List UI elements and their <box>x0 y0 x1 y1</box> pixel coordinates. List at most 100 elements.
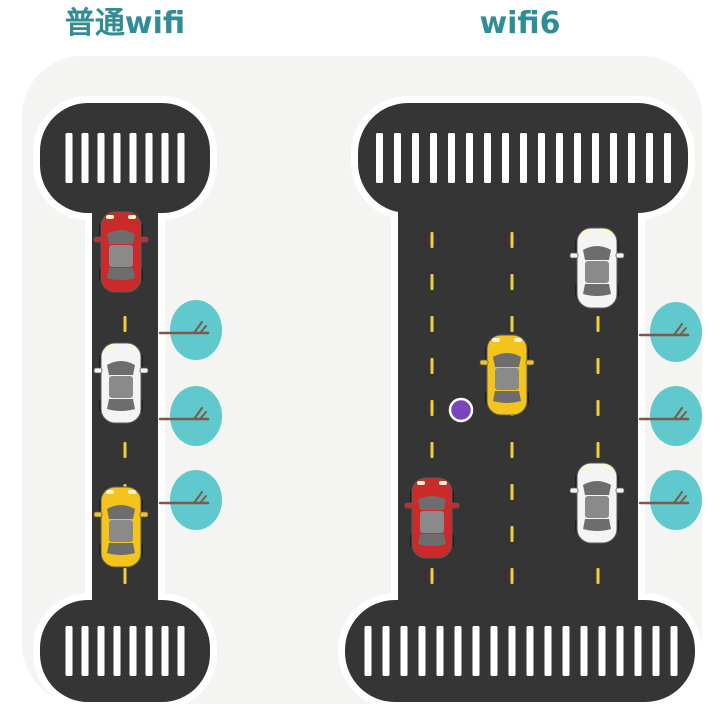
crosswalk-stripe <box>526 626 534 676</box>
crosswalk-stripe <box>580 626 588 676</box>
crosswalk-stripe <box>562 626 570 676</box>
crosswalk-stripe <box>628 133 635 183</box>
car-mirror <box>615 487 625 494</box>
car-roof <box>109 245 133 267</box>
car-icon <box>569 462 625 544</box>
crosswalk-stripe <box>598 626 606 676</box>
car-mirror <box>479 359 489 366</box>
crosswalk-stripe <box>592 133 599 183</box>
car-mirror <box>139 367 149 374</box>
crosswalk-stripe <box>544 626 552 676</box>
car-icon <box>93 211 149 293</box>
right-road <box>338 96 702 709</box>
lane-dash <box>430 442 434 458</box>
crosswalk-stripe <box>670 626 678 676</box>
car-icon <box>479 334 535 416</box>
car-icon <box>93 486 149 568</box>
lane-dash <box>510 568 514 584</box>
crosswalk-stripe <box>646 133 653 183</box>
car-mirror <box>139 511 149 518</box>
crosswalk-stripe <box>466 133 473 183</box>
car-mirror <box>404 502 414 509</box>
tree-icon <box>638 470 702 530</box>
crosswalk-stripe <box>430 133 437 183</box>
car-headlight <box>128 490 136 494</box>
lane-dash <box>510 232 514 248</box>
crosswalk-stripe <box>113 133 121 183</box>
lane-dash <box>510 442 514 458</box>
tree-branch <box>199 411 207 420</box>
car-mirror <box>139 236 149 243</box>
car-rear-window <box>107 268 135 280</box>
tree-icon <box>158 470 222 530</box>
car-mirror <box>93 367 103 374</box>
car-rear-window <box>107 399 135 411</box>
dot-marker <box>448 397 474 423</box>
crosswalk-stripe <box>454 626 462 676</box>
crosswalk-stripe <box>664 133 671 183</box>
lane-dash <box>430 400 434 416</box>
crosswalk-stripe <box>81 133 89 183</box>
car-mirror <box>93 511 103 518</box>
crosswalk-stripe <box>484 133 491 183</box>
lane-dash <box>123 568 127 584</box>
crosswalk-stripe <box>129 626 137 676</box>
car-headlight <box>582 466 590 470</box>
crosswalk-stripe <box>490 626 498 676</box>
lane-dash <box>510 484 514 500</box>
car-mirror <box>525 359 535 366</box>
car-headlight <box>604 231 612 235</box>
car-mirror <box>569 252 579 259</box>
lane-dash <box>430 568 434 584</box>
lane-markings-right-2 <box>510 232 514 584</box>
car-roof <box>420 511 444 533</box>
crosswalk-stripe <box>400 626 408 676</box>
lane-dash <box>123 316 127 332</box>
road-top-bar <box>40 103 210 213</box>
crosswalk-stripe <box>412 133 419 183</box>
lane-dash <box>430 358 434 374</box>
car-headlight <box>106 215 114 219</box>
crosswalk-stripe <box>364 626 372 676</box>
lane-dash <box>596 442 600 458</box>
tree-branch <box>673 407 683 420</box>
tree-icon <box>638 302 702 362</box>
tree-branch <box>679 495 687 504</box>
panel-title-right: wifi6 <box>479 6 561 41</box>
car-windshield <box>583 481 611 495</box>
car-headlight <box>582 231 590 235</box>
car-windshield <box>418 496 446 510</box>
lane-dash <box>430 232 434 248</box>
car-headlight <box>439 481 447 485</box>
crosswalk-top-left <box>65 133 185 183</box>
tree-branch <box>199 495 207 504</box>
crosswalk-stripe <box>556 133 563 183</box>
tree-icon <box>158 300 222 360</box>
car-rear-window <box>493 391 521 403</box>
tree-branch <box>673 323 683 336</box>
car-roof <box>109 520 133 542</box>
crosswalk-stripe <box>418 626 426 676</box>
lane-dash <box>596 358 600 374</box>
car-headlight <box>514 338 522 342</box>
car-headlight <box>106 490 114 494</box>
lane-dash <box>596 400 600 416</box>
road-bottom-bar <box>40 600 210 702</box>
crosswalk-stripe <box>161 133 169 183</box>
car-rear-window <box>418 534 446 546</box>
tree-branch <box>193 321 203 334</box>
car-roof <box>109 376 133 398</box>
crosswalk-stripe <box>113 626 121 676</box>
crosswalk-stripe <box>472 626 480 676</box>
crosswalk-stripe <box>65 626 73 676</box>
crosswalk-stripe <box>610 133 617 183</box>
car-icon <box>569 227 625 309</box>
crosswalk-stripe <box>538 133 545 183</box>
lane-dash <box>430 274 434 290</box>
lane-dash <box>430 316 434 332</box>
car-roof <box>585 261 609 283</box>
crosswalk-stripe <box>177 626 185 676</box>
crosswalk-stripe <box>65 133 73 183</box>
crosswalk-stripe <box>97 133 105 183</box>
